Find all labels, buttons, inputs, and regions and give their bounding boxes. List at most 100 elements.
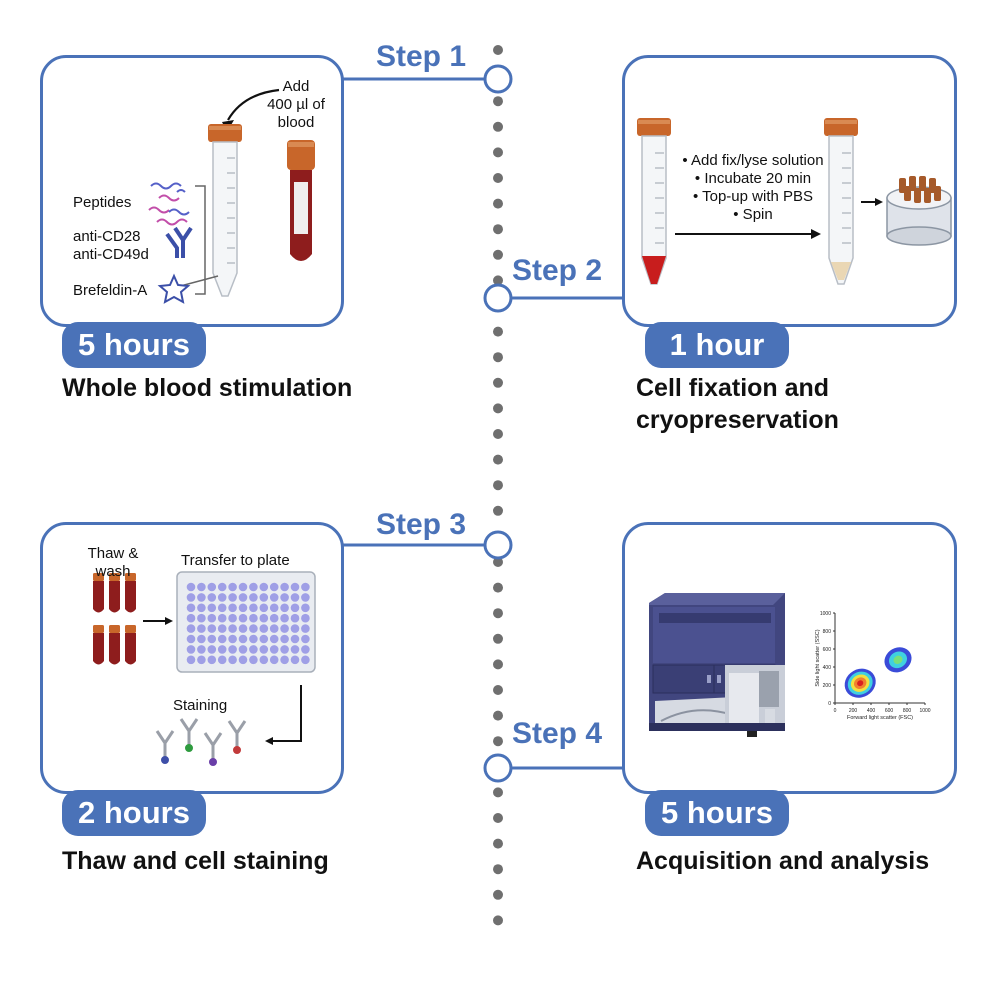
plate-well xyxy=(269,593,279,602)
tube-cap xyxy=(109,573,120,581)
fluorophore xyxy=(209,758,217,766)
timeline-dot xyxy=(493,454,503,465)
add-blood-line-1: Add xyxy=(282,78,310,95)
plate-well xyxy=(186,593,196,602)
instruction-incubate: • Incubate 20 min xyxy=(694,170,812,187)
x-tick-label: 1000 xyxy=(919,708,930,714)
plate-well xyxy=(186,655,196,665)
step3-duration-badge: 2 hours xyxy=(62,790,206,836)
timeline-dot xyxy=(493,429,503,439)
plate-well xyxy=(197,624,206,633)
plate-well xyxy=(249,655,258,665)
plate-well xyxy=(238,655,248,665)
timeline-dot xyxy=(493,557,503,567)
plate-well xyxy=(217,634,227,644)
plate-well xyxy=(301,593,310,602)
plate-well xyxy=(217,582,227,592)
plate-well xyxy=(249,645,258,654)
instruction-top-up: • Top-up with PBS xyxy=(692,188,814,205)
step2-caption-line-1: Cell fixation and xyxy=(636,374,830,402)
reagent-brefeldin-a: Brefeldin-A xyxy=(73,282,148,299)
density-cluster-2 xyxy=(893,655,903,664)
timeline-dot xyxy=(493,685,503,695)
plate-well xyxy=(228,634,237,644)
tube-body xyxy=(109,581,120,613)
plate-well xyxy=(259,603,269,613)
plate-well xyxy=(207,603,217,613)
fluorophore xyxy=(161,756,169,764)
y-tick-label: 800 xyxy=(823,629,832,635)
timeline-dot xyxy=(493,147,503,158)
plate-well xyxy=(290,582,300,592)
timeline-dot xyxy=(493,173,503,183)
plate-well xyxy=(238,613,248,623)
antibody xyxy=(179,718,199,745)
plate-well xyxy=(259,645,269,654)
y-tick-label: 400 xyxy=(823,665,832,671)
antibody xyxy=(203,732,223,759)
plate-well xyxy=(197,582,206,592)
step4-caption: Acquisition and analysis xyxy=(636,847,930,875)
plate-well xyxy=(217,613,227,623)
plate-well xyxy=(259,634,269,644)
antibody-stem xyxy=(155,730,175,757)
timeline-dot xyxy=(493,787,503,798)
antibody-stem xyxy=(203,732,223,759)
timeline-dot xyxy=(493,352,503,363)
plate-well xyxy=(249,593,258,602)
plate-well xyxy=(269,613,279,623)
plate-well xyxy=(207,593,217,602)
add-blood-line-2: 400 µl of xyxy=(267,96,325,113)
timeline-dots xyxy=(493,45,503,926)
tube-body xyxy=(93,633,104,665)
transfer-to-plate-text: Transfer to plate xyxy=(181,552,290,569)
plate-well xyxy=(228,593,237,602)
plate-well xyxy=(280,603,289,613)
timeline-dot xyxy=(493,224,503,235)
step4-duration-badge: 5 hours xyxy=(645,790,789,836)
timeline-dot xyxy=(493,377,503,388)
timeline-dot xyxy=(493,121,503,132)
plate-well xyxy=(280,593,289,602)
plate-well xyxy=(269,582,279,592)
tube-body xyxy=(93,581,104,613)
plate-well xyxy=(249,582,258,592)
plate-well xyxy=(269,634,279,644)
timeline-dot xyxy=(493,736,503,747)
timeline-dot xyxy=(493,710,503,721)
y-axis-label: Side light scatter (SSC) xyxy=(815,629,821,686)
plate-well xyxy=(269,655,279,665)
timeline-dot xyxy=(493,326,503,337)
plate-well xyxy=(228,624,237,633)
timeline-dot xyxy=(493,889,503,900)
instruction-spin: • Spin xyxy=(733,206,773,223)
plate-well xyxy=(217,655,227,665)
timeline-dot xyxy=(493,403,503,414)
antibody xyxy=(155,730,175,757)
plate-well xyxy=(249,634,258,644)
plate-well xyxy=(280,624,289,633)
step1-panel: Add 400 µl of blood Peptides anti-CD28 a… xyxy=(40,55,344,327)
plate-well xyxy=(280,582,289,592)
plate-well xyxy=(259,593,269,602)
plate-well xyxy=(228,645,237,654)
plate-well xyxy=(228,603,237,613)
timeline-dot xyxy=(493,480,503,491)
timeline-dot xyxy=(493,864,503,875)
plate-well xyxy=(228,582,237,592)
y-tick-label: 0 xyxy=(828,701,831,707)
fixation-instructions: • Add fix/lyse solution • Incubate 20 mi… xyxy=(663,152,843,224)
plate-well xyxy=(249,603,258,613)
plate-well xyxy=(301,645,310,654)
plate-well xyxy=(290,593,300,602)
tube-cap xyxy=(109,625,120,633)
plate-well xyxy=(197,603,206,613)
y-tick-label: 200 xyxy=(823,683,832,689)
plate-well xyxy=(249,613,258,623)
plate-well xyxy=(207,645,217,654)
antibody-icon xyxy=(165,226,193,258)
step3-label: Step 3 xyxy=(376,508,467,541)
timeline-dot xyxy=(493,633,503,644)
plate-well xyxy=(269,603,279,613)
